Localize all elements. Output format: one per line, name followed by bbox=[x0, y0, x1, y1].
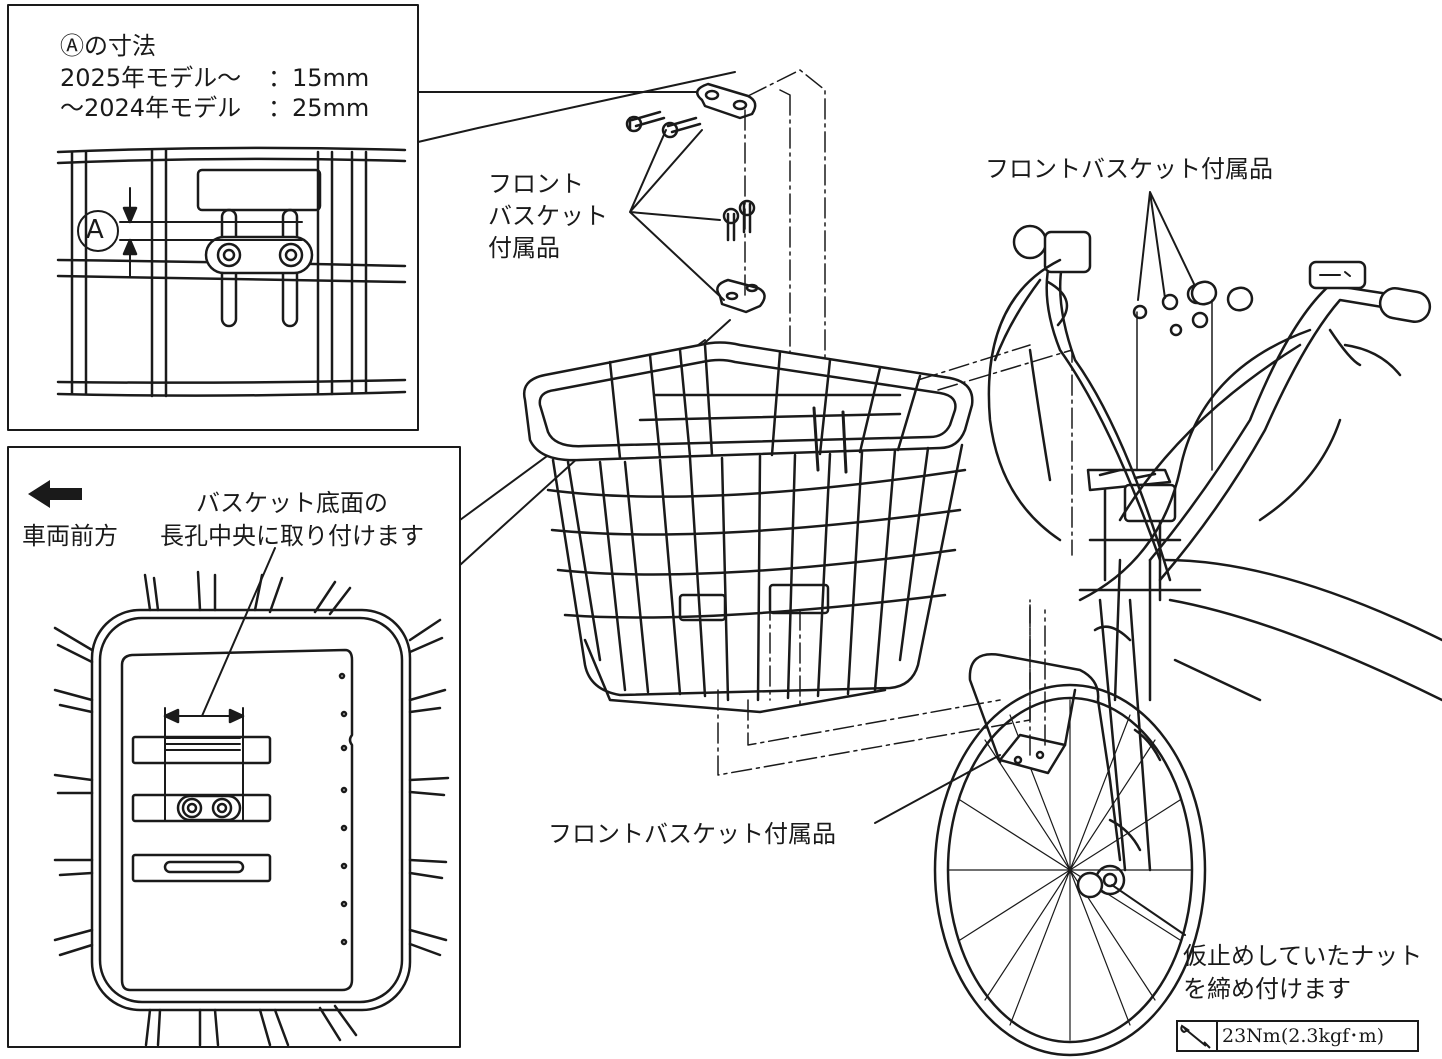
torque-value: 23Nm(2.3kgf･m) bbox=[1222, 1025, 1385, 1047]
dimension-title: Ⓐの寸法 bbox=[60, 32, 156, 60]
instruction-line2: 長孔中央に取り付けます bbox=[160, 522, 424, 550]
bicycle-front bbox=[933, 191, 1442, 1057]
front-basket bbox=[522, 341, 974, 714]
model-2024-label: ～2024年モデル bbox=[60, 94, 242, 122]
model-2025-value: ：15mm bbox=[268, 64, 370, 92]
instruction-line1: バスケット底面の bbox=[196, 489, 388, 517]
dimension-marker-a: A bbox=[86, 215, 104, 245]
inset-dimension-panel bbox=[7, 4, 419, 431]
accessory-label-left-3: 付属品 bbox=[488, 234, 560, 262]
wrench-icon bbox=[1178, 1022, 1218, 1050]
leader-accessory-bottom bbox=[874, 754, 1001, 824]
accessory-label-left-1: フロント bbox=[488, 170, 584, 198]
leader-nut bbox=[1111, 884, 1186, 936]
accessory-label-left-2: バスケット bbox=[488, 202, 608, 230]
inset-basket-bottom-panel bbox=[7, 446, 461, 1048]
direction-label: 車両前方 bbox=[22, 522, 118, 550]
nut-label-2: を締め付けます bbox=[1183, 975, 1351, 1003]
torque-spec-box: 23Nm(2.3kgf･m) bbox=[1176, 1020, 1419, 1052]
model-2024-value: ：25mm bbox=[268, 94, 370, 122]
accessory-label-top-right: フロントバスケット付属品 bbox=[985, 155, 1273, 183]
nut-label-1: 仮止めしていたナット bbox=[1183, 942, 1423, 970]
exploded-hardware-top bbox=[625, 69, 826, 441]
accessory-label-bottom: フロントバスケット付属品 bbox=[548, 820, 836, 848]
model-2025-label: 2025年モデル～ bbox=[60, 64, 242, 92]
